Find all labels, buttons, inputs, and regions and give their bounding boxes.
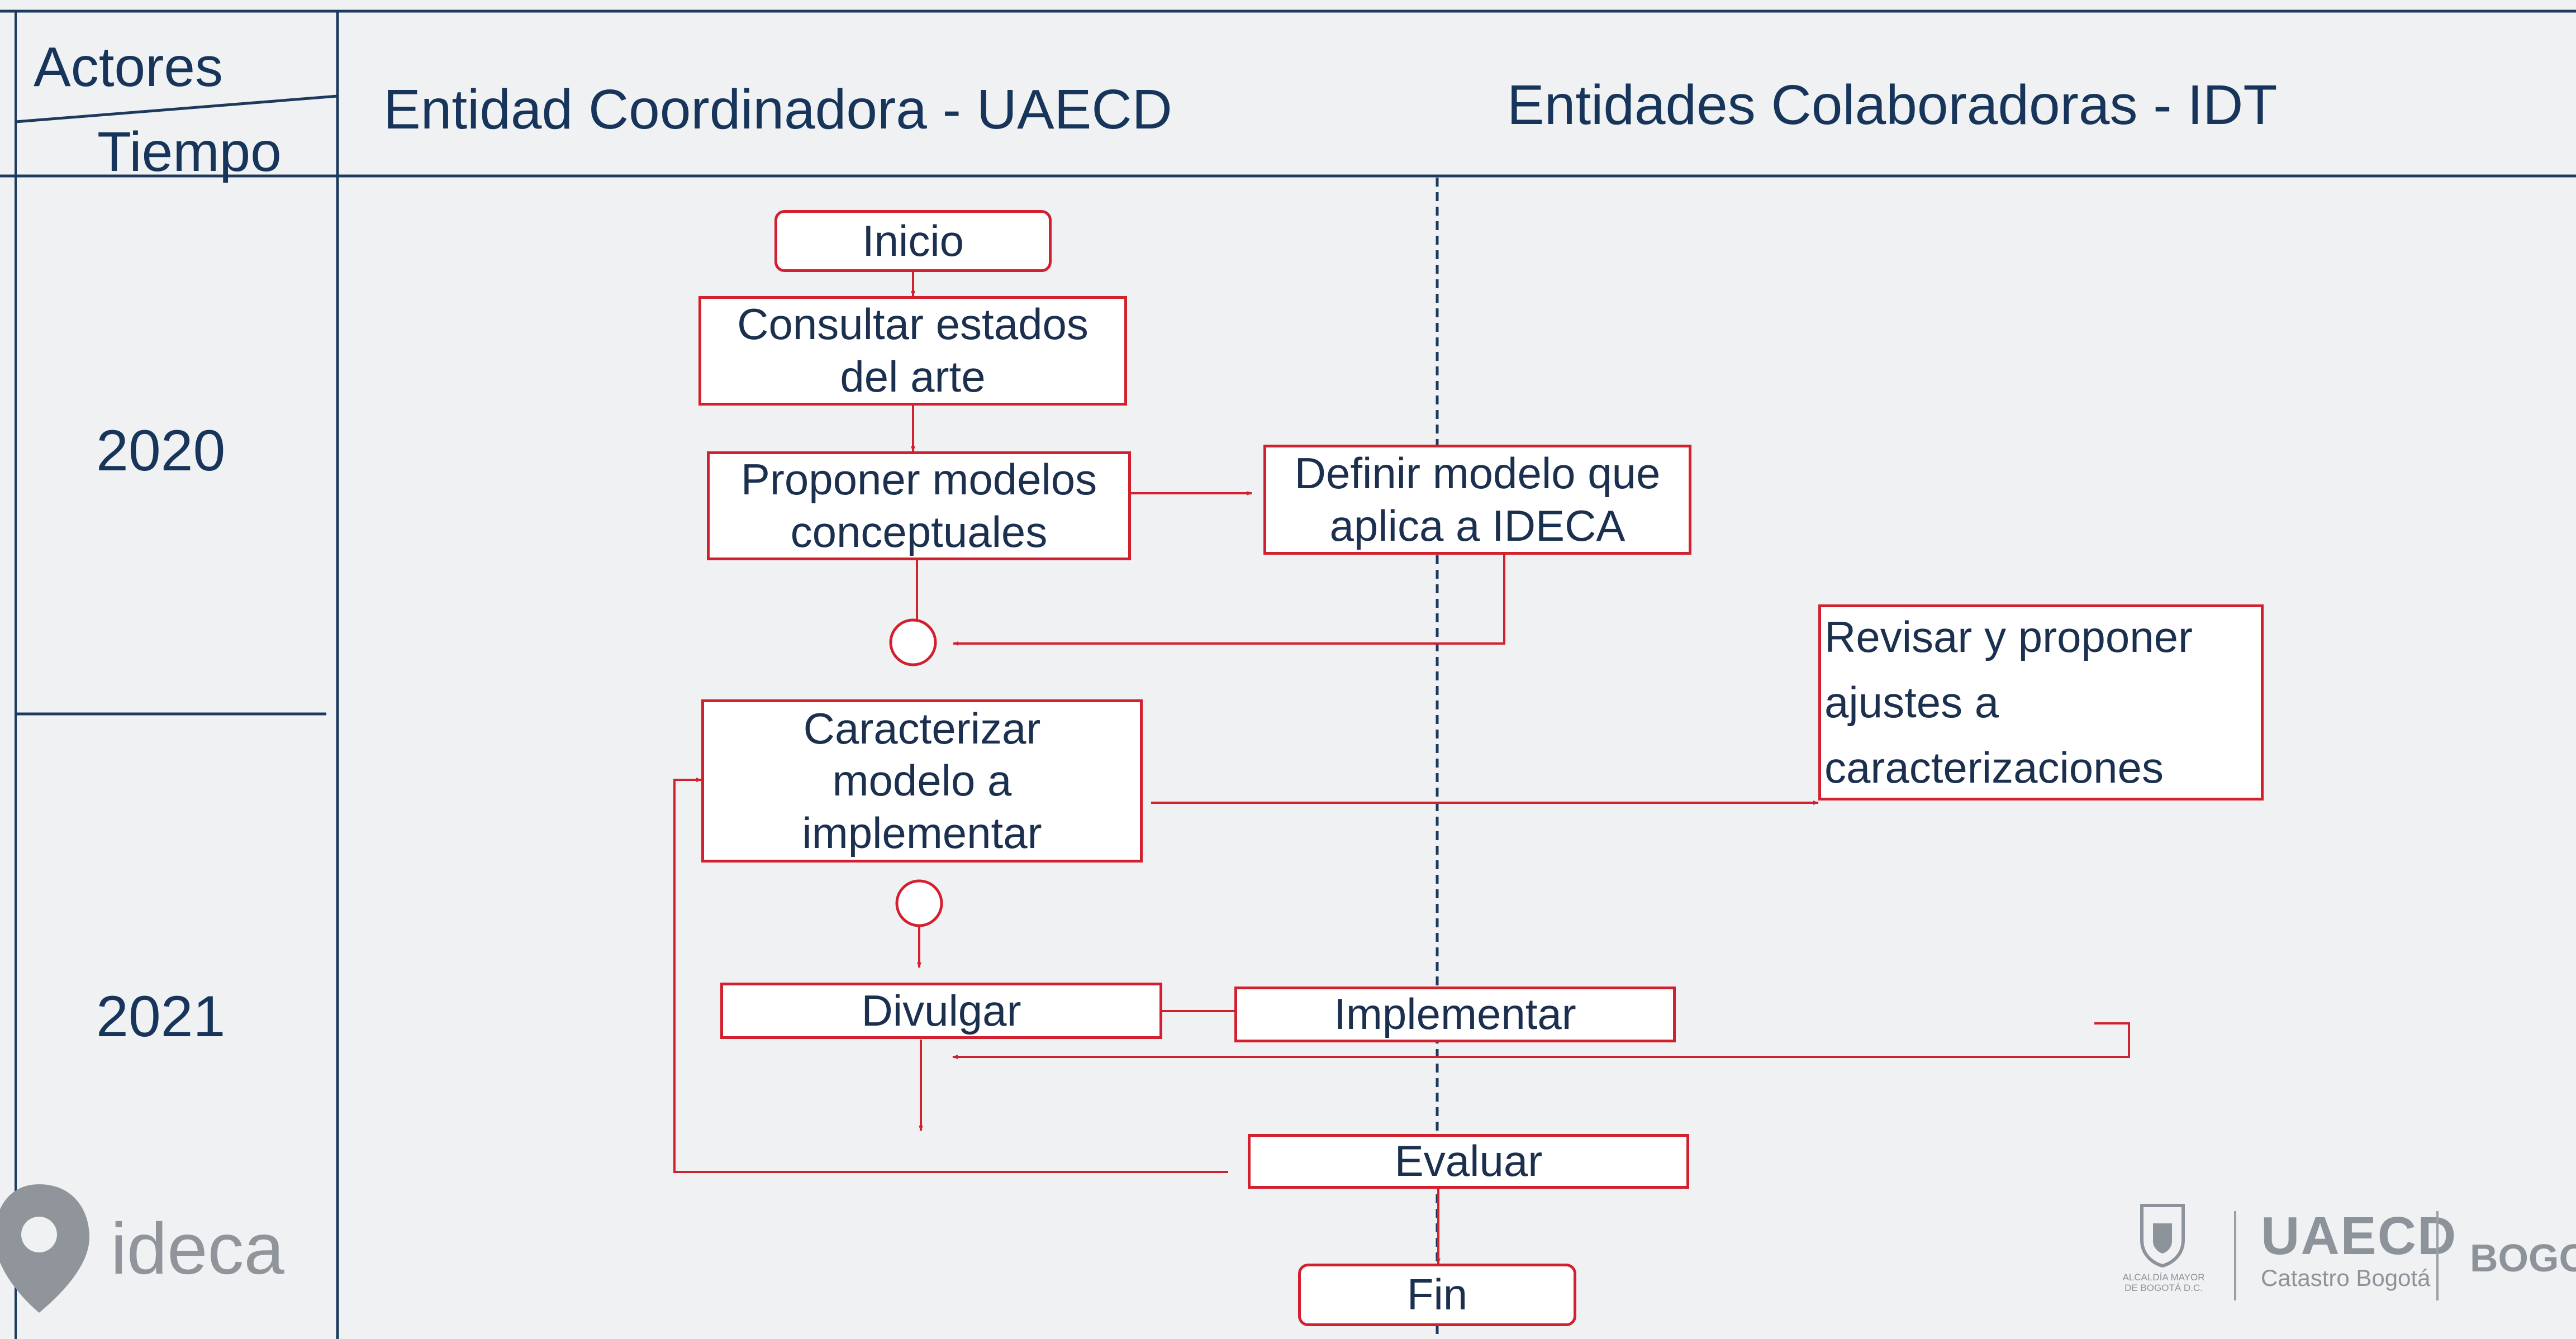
coordinator-lane-title: Entidad Coordinadora - UAECD (383, 78, 1172, 141)
uaecd-logo-subtitle: Catastro Bogotá (2261, 1265, 2431, 1291)
arrow-feedback-return (952, 1022, 2130, 1059)
alcaldia-label: ALCALDÍA MAYOR DE BOGOTÁ D.C. (2122, 1272, 2205, 1293)
node-caracterizar: Caracterizar modelo a implementar (701, 699, 1143, 863)
node-divulgar: Divulgar (720, 983, 1162, 1039)
year-2021-label: 2021 (96, 984, 226, 1049)
node-consultar: Consultar estados del arte (698, 296, 1127, 406)
arrow-evaluar-loop (673, 778, 1228, 1173)
header-diagonal-line (15, 94, 338, 123)
ideca-pin-icon (0, 1184, 89, 1313)
year-2020-label: 2020 (96, 418, 226, 483)
node-proponer: Proponer modelos conceptuales (707, 451, 1131, 560)
arrow-definir-merge (953, 555, 1505, 646)
merge-circle-1 (889, 618, 937, 666)
node-fin: Fin (1298, 1264, 1576, 1326)
bogota-shield-icon (2140, 1204, 2185, 1268)
merge-circle-2 (895, 879, 943, 927)
logo-divider-1 (2234, 1211, 2236, 1300)
node-inicio: Inicio (774, 210, 1052, 272)
node-evaluar: Evaluar (1248, 1134, 1689, 1189)
node-implementar: Implementar (1234, 987, 1676, 1042)
time-label: Tiempo (97, 121, 282, 183)
ideca-logo-text: ideca (111, 1208, 284, 1289)
node-revisar: Revisar y proponer ajustes a caracteriza… (1818, 604, 2264, 800)
collaborators-lane-title: Entidades Colaboradoras - IDT (1507, 74, 2278, 136)
actors-label: Actores (34, 36, 224, 98)
logo-divider-2 (2436, 1211, 2439, 1300)
bogota-logo-text: BOGO (2470, 1236, 2576, 1280)
node-definir: Definir modelo que aplica a IDECA (1263, 445, 1691, 555)
uaecd-logo-text: UAECD (2261, 1206, 2458, 1266)
